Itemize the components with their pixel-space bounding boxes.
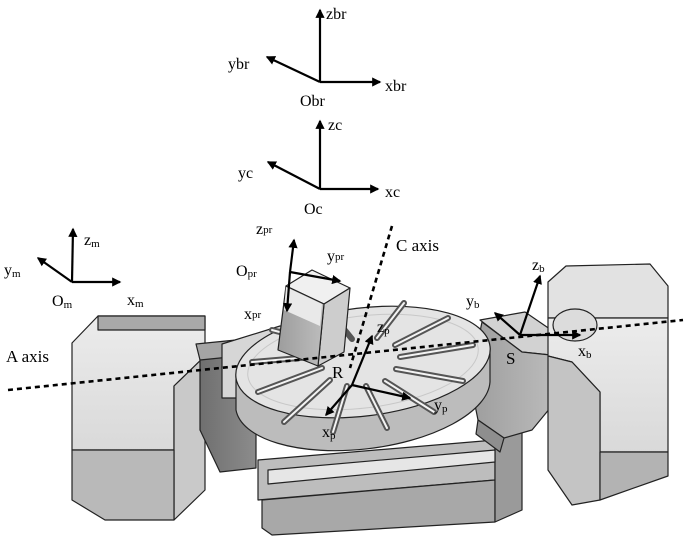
frame-opr-z-arrow: [288, 238, 298, 273]
frame-p-origin-label: R: [332, 363, 344, 382]
frame-obr: zbr xbr ybr Obr: [228, 6, 407, 110]
frame-b: zb xb yb S: [466, 257, 592, 368]
c-axis-line: [348, 225, 394, 369]
frame-obr-origin-label: Obr: [300, 93, 326, 110]
frame-obr-z-label: zbr: [326, 6, 347, 23]
right-trunnion-support: [547, 263, 669, 506]
frame-om-x-label: xm: [127, 292, 144, 310]
frame-oc-origin-label: Oc: [304, 201, 323, 218]
frame-obr-y-label: ybr: [228, 56, 250, 73]
frame-om: zm xm ym Om: [4, 227, 144, 311]
frame-om-y-arrow: [36, 257, 73, 283]
frame-p-x-label: xp: [322, 424, 336, 442]
frame-b-z-arrow: [518, 274, 542, 336]
frame-b-y-arrow: [493, 312, 521, 336]
frame-b-x-label: xb: [578, 343, 592, 361]
frame-opr-z-label: zpr: [256, 221, 273, 238]
machine-body: [71, 263, 669, 536]
frame-opr: zpr ypr xpr Opr: [236, 221, 345, 323]
frame-p-y-label: yp: [434, 397, 448, 415]
a-axis-label: A axis: [6, 347, 49, 366]
frame-opr-y-arrow: [289, 270, 342, 285]
frame-p-z-label: zp: [377, 319, 390, 337]
frame-opr-y-label: ypr: [327, 248, 345, 265]
frame-p-x-arrow: [325, 384, 353, 417]
frame-oc: zc xc yc Oc: [238, 117, 400, 218]
rotary-table: [235, 300, 491, 452]
frame-opr-x-arrow: [282, 271, 293, 313]
c-axis-label: C axis: [396, 236, 439, 255]
frame-obr-y-arrow: [265, 56, 321, 83]
frame-om-y-label: ym: [4, 262, 21, 280]
frame-b-z-label: zb: [532, 257, 545, 275]
frame-oc-x-label: xc: [385, 184, 400, 201]
frame-om-origin-label: Om: [52, 293, 73, 311]
left-trunnion-support: [71, 315, 206, 521]
frame-oc-z-label: zc: [328, 117, 342, 134]
frame-p: zp yp xp R: [322, 319, 448, 442]
frame-obr-x-label: xbr: [385, 78, 407, 95]
frame-b-y-label: yb: [466, 293, 480, 311]
frame-om-z-arrow: [68, 227, 78, 283]
frame-om-z-label: zm: [84, 232, 100, 250]
frame-oc-y-arrow: [266, 161, 321, 190]
frame-oc-y-label: yc: [238, 165, 253, 182]
frame-opr-x-label: xpr: [244, 306, 262, 323]
frame-b-origin-label: S: [506, 349, 515, 368]
frame-p-y-arrow: [351, 383, 412, 401]
frame-p-z-arrow: [350, 334, 374, 386]
frame-opr-origin-label: Opr: [236, 263, 257, 280]
